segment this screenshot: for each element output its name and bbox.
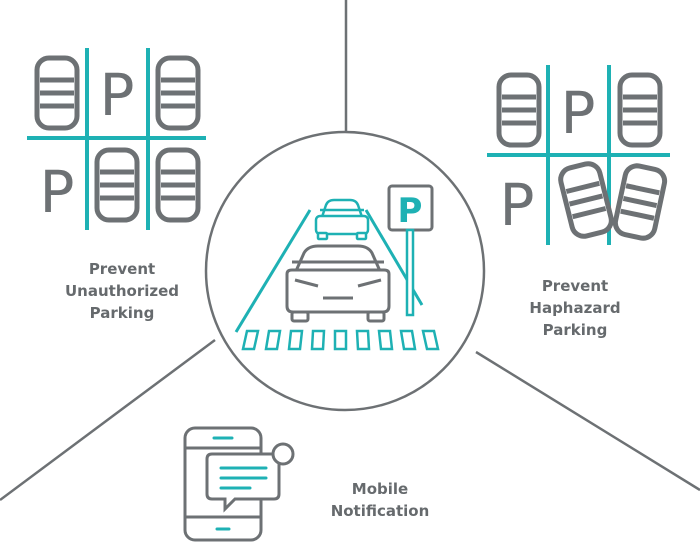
caption-prevent-haphazard-parking: Prevent Haphazard Parking [505,275,645,341]
caption-line: Parking [89,304,155,322]
crosswalk-icon [241,329,440,351]
parking-letter: P [100,61,135,129]
caption-line: Prevent [88,260,156,278]
dividers [0,0,700,502]
parking-letter: P [500,171,535,239]
car-icon [314,198,370,241]
parking-letter: P [561,79,596,147]
car-icon [612,163,668,241]
car-icon [94,147,140,223]
caption-line: Prevent [541,277,609,295]
parking-grid-icon: P P [27,48,206,230]
grid-lines [27,48,206,230]
notification-dot-icon [271,442,295,466]
caption-mobile-notification: Mobile Notification [315,478,445,522]
car-icon [617,72,663,148]
caption-line: Haphazard [529,299,621,317]
caption-line: Notification [330,502,430,520]
caption-prevent-unauthorized-parking: Prevent Unauthorized Parking [47,258,197,324]
caption-line: Mobile [351,480,409,498]
sign-letter: P [398,191,423,231]
parking-grid-icon: P P [487,65,670,245]
divider-right [475,350,700,492]
car-icon [155,147,201,223]
caption-line: Unauthorized [65,282,179,300]
car-icon [34,55,80,131]
parking-sign-icon: P [387,184,434,317]
parking-lot-scene-icon: P [234,184,440,351]
car-icon [155,55,201,131]
car-icon [496,72,542,148]
car-icon [285,244,391,323]
divider-left [0,338,216,502]
car-icon [558,161,614,239]
caption-line: Parking [542,321,608,339]
parking-letter: P [40,158,75,226]
